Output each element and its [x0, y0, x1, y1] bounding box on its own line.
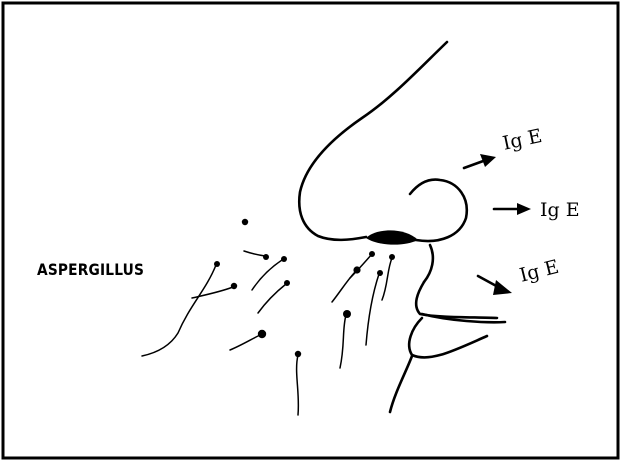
spore-trail: [382, 258, 392, 300]
spore-trail: [297, 355, 299, 415]
lip-line: [424, 245, 433, 282]
spore: [263, 254, 269, 260]
nose-outline: [299, 42, 467, 241]
spore-trail: [230, 335, 260, 350]
ige-arrow-3-head: [493, 280, 512, 295]
ige-arrow-2-head: [517, 203, 531, 215]
spore: [284, 280, 290, 286]
nostril: [366, 230, 418, 244]
upper-lip: [416, 282, 497, 318]
chin-line: [390, 356, 412, 412]
spore-trail: [252, 260, 282, 290]
spore: [369, 251, 375, 257]
spore: [343, 310, 351, 318]
spore: [231, 283, 237, 289]
spore: [242, 219, 248, 225]
spore: [281, 256, 287, 262]
lower-lip: [409, 318, 487, 357]
spore-trail: [340, 315, 346, 368]
spore-trail: [366, 274, 379, 345]
spore-trail: [350, 254, 372, 278]
spore: [258, 330, 266, 338]
spore-trail: [258, 284, 286, 313]
ige-label-2: Ig E: [540, 199, 580, 221]
spore-trail: [192, 287, 233, 298]
spore: [295, 351, 301, 357]
spore: [353, 266, 360, 273]
spore: [389, 254, 395, 260]
spore-trail: [142, 265, 216, 356]
ige-arrow-1-shaft: [464, 160, 486, 168]
spore: [214, 261, 220, 267]
spore: [377, 270, 383, 276]
spore-trail: [244, 251, 265, 256]
aspergillus-label: ASPERGILLUS: [37, 260, 144, 279]
